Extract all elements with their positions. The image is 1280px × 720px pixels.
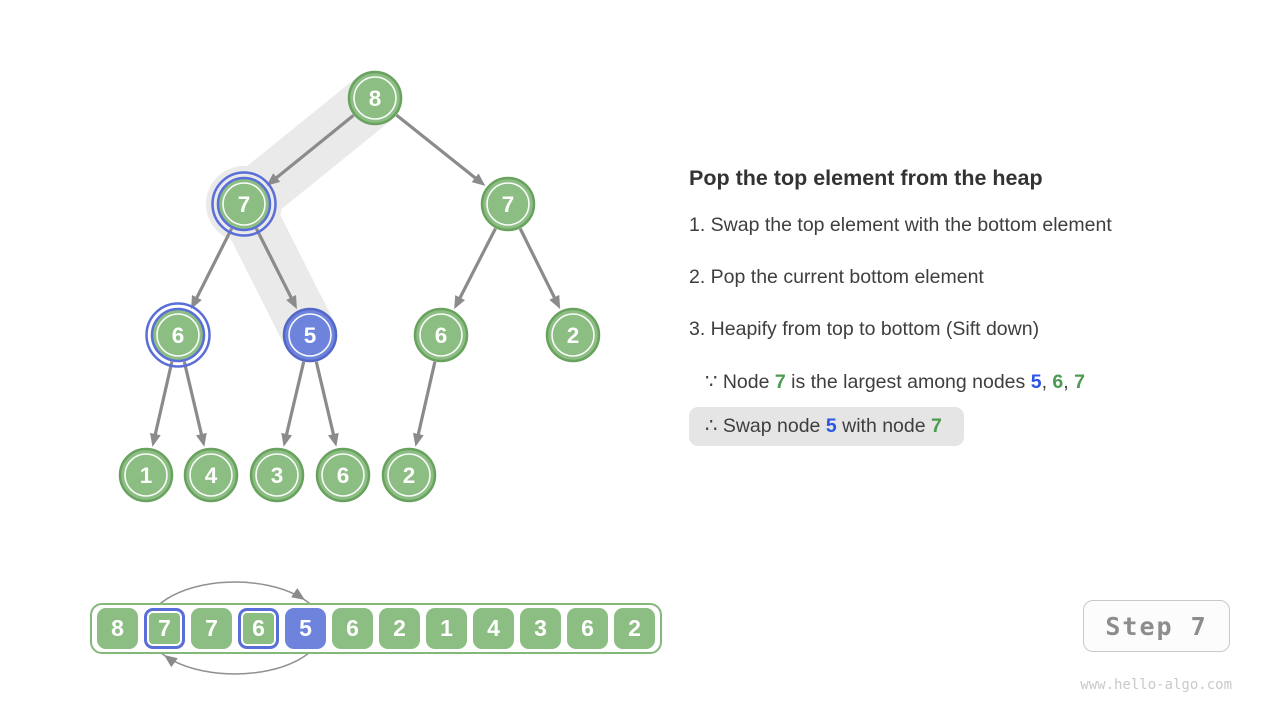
- tree-node: [183, 447, 239, 503]
- step-item-1: 1. Swap the top element with the bottom …: [689, 214, 1112, 236]
- step-counter-button[interactable]: Step 7: [1083, 600, 1230, 652]
- text-segment: with node: [836, 415, 931, 437]
- tree-edge: [457, 227, 497, 302]
- tree-node: [413, 307, 469, 363]
- tree-node-value: 6: [435, 323, 448, 348]
- array-cell: 2: [614, 608, 655, 649]
- array-cell: 6: [567, 608, 608, 649]
- tree-node: [347, 70, 403, 126]
- text-segment: ,: [1041, 371, 1053, 393]
- tree-node-value: 3: [271, 463, 284, 488]
- text-segment: 7: [1074, 371, 1085, 393]
- text-segment: 6: [1052, 371, 1064, 393]
- tree-edge-arrowhead: [412, 432, 424, 447]
- tree-edge-arrowhead: [281, 432, 292, 447]
- heap-tree-diagram: 8 7 7 6 5 6 2 1 4 3 6 2: [118, 70, 601, 503]
- tree-edge: [273, 114, 355, 181]
- tree-node-value: 7: [502, 192, 515, 217]
- tree-node: [381, 447, 437, 503]
- node-inner-ring: [288, 313, 332, 357]
- node-inner-ring: [551, 313, 595, 357]
- tree-edge-arrowhead: [328, 432, 339, 447]
- node-inner-ring: [419, 313, 463, 357]
- text-segment: ∵ Node: [705, 371, 775, 393]
- tree-node-value: 5: [304, 323, 317, 348]
- array-cell: 6: [332, 608, 373, 649]
- step-item-3: 3. Heapify from top to bottom (Sift down…: [689, 318, 1040, 340]
- array-cell: 2: [379, 608, 420, 649]
- tree-node-value: 6: [172, 323, 185, 348]
- tree-edge: [194, 227, 234, 301]
- tree-node: [150, 307, 206, 363]
- therefore-box: ∴ Swap node 5 with node 7: [689, 407, 964, 446]
- tree-edge: [284, 361, 306, 438]
- array-cell: 4: [473, 608, 514, 649]
- node-inner-ring: [222, 182, 266, 226]
- tree-node: [282, 307, 338, 363]
- text-segment: 7: [931, 415, 942, 437]
- tree-node: [545, 307, 601, 363]
- tree-node-value: 2: [403, 463, 416, 488]
- tree-edge: [314, 361, 336, 438]
- node-inner-ring: [486, 182, 530, 226]
- text-segment: ∴ Swap node: [705, 415, 826, 437]
- array-cell: 7: [191, 608, 232, 649]
- tree-edge-arrowhead: [191, 295, 202, 310]
- tree-edge: [416, 361, 437, 438]
- text-segment: 5: [1030, 371, 1042, 393]
- array-cell: 5: [285, 608, 326, 649]
- tree-edge-arrowhead: [549, 294, 561, 310]
- tree-edge-arrowhead: [266, 173, 281, 186]
- node-highlight-ring: [211, 171, 277, 237]
- tree-edge-arrowhead: [286, 295, 297, 310]
- tree-node-value: 8: [369, 86, 382, 111]
- node-inner-ring: [387, 453, 431, 497]
- tree-edge: [395, 113, 479, 181]
- array-cell: 3: [520, 608, 561, 649]
- tree-edge: [518, 227, 558, 301]
- node-inner-ring: [189, 453, 233, 497]
- tree-edge-arrowhead: [454, 295, 466, 310]
- node-inner-ring: [353, 76, 397, 120]
- tree-node: [480, 176, 536, 232]
- tree-node-value: 6: [337, 463, 350, 488]
- node-inner-ring: [321, 453, 365, 497]
- node-highlight-ring: [145, 302, 211, 368]
- because-line: ∵ Node 7 is the largest among nodes 5, 6…: [705, 370, 1085, 394]
- tree-node-value: 2: [567, 323, 580, 348]
- array-cell: 6: [238, 608, 279, 649]
- text-segment: 5: [825, 415, 837, 437]
- node-inner-ring: [255, 453, 299, 497]
- array-cell: 8: [97, 608, 138, 649]
- tree-edge-arrowhead: [471, 173, 486, 186]
- tree-node: [118, 447, 174, 503]
- page-title: Pop the top element from the heap: [689, 166, 1043, 190]
- text-segment: 7: [774, 371, 786, 393]
- text-segment: ,: [1063, 371, 1075, 393]
- tree-node-value: 4: [205, 463, 218, 488]
- step-item-2: 2. Pop the current bottom element: [689, 266, 984, 288]
- array-cell: 7: [144, 608, 185, 649]
- tree-node-value: 7: [238, 192, 251, 217]
- tree-edge: [182, 361, 204, 438]
- tree-edge: [254, 227, 294, 301]
- tree-node: [216, 176, 272, 232]
- tree-node: [249, 447, 305, 503]
- tree-node: [315, 447, 371, 503]
- text-segment: is the largest among nodes: [785, 371, 1031, 393]
- node-inner-ring: [156, 313, 200, 357]
- tree-edge-arrowhead: [196, 432, 207, 447]
- tree-edge-arrowhead: [149, 432, 161, 447]
- array-cell: 1: [426, 608, 467, 649]
- tree-edge: [153, 361, 174, 438]
- watermark: www.hello-algo.com: [1080, 677, 1232, 693]
- tree-node-value: 1: [140, 463, 153, 488]
- node-inner-ring: [124, 453, 168, 497]
